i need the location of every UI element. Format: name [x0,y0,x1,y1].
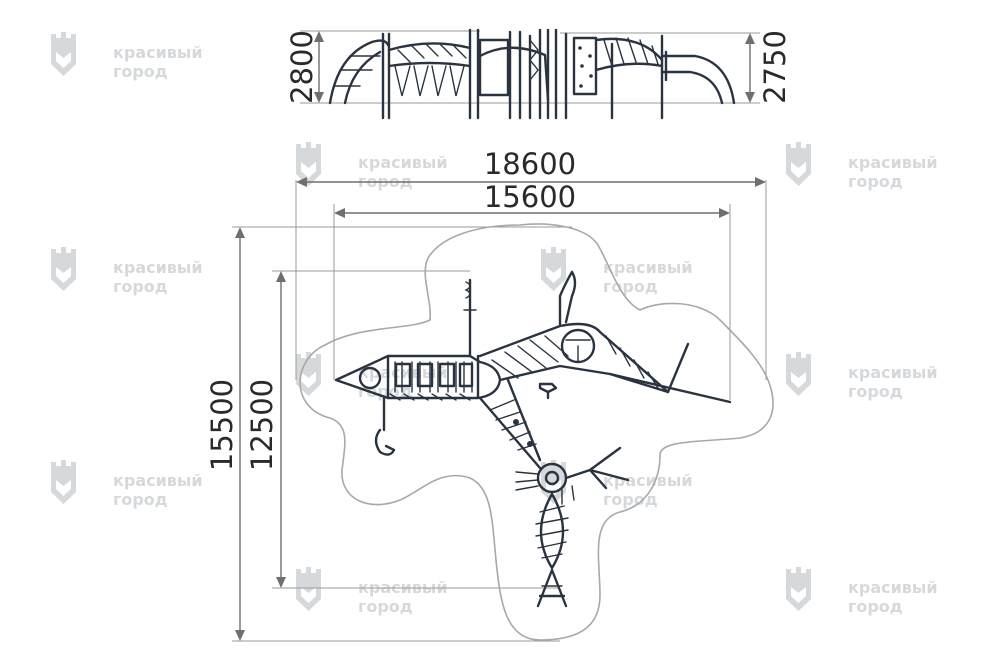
watermark-logo-icon [51,247,76,291]
watermark-text-line2: город [603,490,658,509]
watermark-text-line2: город [358,597,413,616]
watermark-logo-icon [296,567,321,611]
watermark-text-line2: город [113,62,168,81]
watermark-logo-icon [786,352,811,396]
watermark-logo-icon [786,567,811,611]
watermark-text-line1: красивый [848,363,938,382]
height-label-right: 2750 [758,30,792,104]
watermark-text-line1: красивый [603,258,693,277]
height-dimension-right: 2750 [745,30,792,104]
elevation-equipment [328,28,736,120]
watermark-logo-icon [51,32,76,76]
watermark-text-line1: красивый [848,153,938,172]
plan-equipment [334,270,732,608]
watermark-logo-icon [51,460,76,504]
safety-zone-outline [299,223,774,641]
length-dimension-overall: 15500 [205,227,245,641]
overall-width-label: 18600 [484,147,576,181]
watermark-text-line1: красивый [113,258,203,277]
watermark-logo-icon [296,142,321,186]
height-dimension-left: 2800 [285,30,324,104]
watermark-text-line1: красивый [113,471,203,490]
overall-length-label: 15500 [205,379,239,471]
watermark-text-line2: город [848,172,903,191]
watermark-text-line1: красивый [358,363,448,382]
equipment-length-label: 12500 [245,379,279,471]
watermark-text-line2: город [113,277,168,296]
plan-view: 18600 15600 15500 12500 [205,147,774,642]
length-dimension-equipment: 12500 [245,271,286,588]
watermark-text-line1: красивый [358,153,448,172]
watermark-text-line2: город [848,382,903,401]
watermark-layer: красивыйгородкрасивыйгородкрасивыйгородк… [51,32,938,616]
watermark-text-line2: город [848,597,903,616]
side-elevation: 2800 2750 [285,28,792,120]
width-dimension-equipment: 15600 [334,180,730,218]
watermark-text-line1: красивый [848,578,938,597]
width-dimension-overall: 18600 [296,147,766,187]
height-label-left: 2800 [285,30,319,104]
watermark-text-line1: красивый [113,43,203,62]
watermark-text-line1: красивый [603,471,693,490]
watermark-logo-icon [541,247,566,291]
watermark-text-line2: город [113,490,168,509]
watermark-text-line2: город [603,277,658,296]
equipment-width-label: 15600 [484,180,576,214]
watermark-logo-icon [786,142,811,186]
